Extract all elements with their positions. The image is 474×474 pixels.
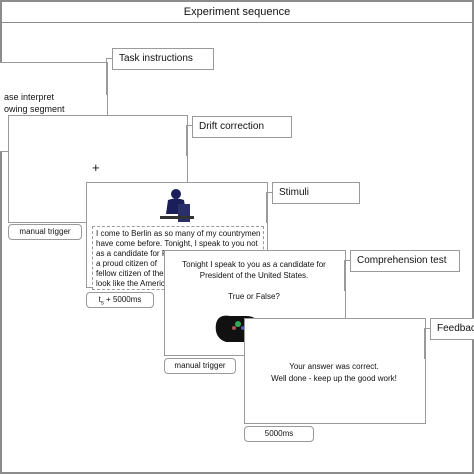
speaker-image xyxy=(146,184,206,224)
comprehension-label: Comprehension test xyxy=(350,250,460,272)
timing-subscript: s xyxy=(100,300,104,307)
drift-connector xyxy=(186,125,193,156)
comprehension-line-2: President of the United States. xyxy=(199,271,309,280)
manual-trigger-badge-1: manual trigger xyxy=(8,224,82,240)
feedback-connector xyxy=(424,328,431,359)
instructions-text-line1: ase interpret xyxy=(4,92,55,102)
diagram-title: Experiment sequence xyxy=(183,6,291,18)
drift-correction-label: Drift correction xyxy=(192,116,292,138)
speech-line-6: look like the America xyxy=(96,279,170,288)
timing-duration: + 5000ms xyxy=(103,295,142,304)
comprehension-question: True or False? xyxy=(228,292,280,301)
feedback-label: Feedback xyxy=(430,318,474,340)
feedback-line-2: Well done - keep up the good work! xyxy=(271,374,397,383)
speech-line-5: fellow citizen of the xyxy=(96,269,164,278)
instructions-connector xyxy=(106,58,113,95)
stimulus-timing-badge: ts + 5000ms xyxy=(86,292,154,308)
speech-line-2: have come before. Tonight, I speak to yo… xyxy=(96,239,258,248)
manual-trigger-badge-2: manual trigger xyxy=(164,358,236,374)
speech-line-4: a proud citizen of xyxy=(96,259,157,268)
fixation-cross: + xyxy=(92,160,100,175)
comprehension-connector xyxy=(344,260,351,291)
speech-line-1: I come to Berlin as so many of my countr… xyxy=(96,229,261,238)
speech-line-3: as a candidate for P xyxy=(96,249,168,258)
title-divider xyxy=(0,22,474,23)
instructions-text-line2: owing segment xyxy=(4,104,65,114)
comprehension-line-1: Tonight I speak to you as a candidate fo… xyxy=(182,260,326,269)
stimuli-connector xyxy=(266,192,273,223)
timing-variable: t xyxy=(98,295,101,304)
stimuli-label: Stimuli xyxy=(272,182,360,204)
instructions-label: Task instructions xyxy=(112,48,214,70)
feedback-timing-badge: 5000ms xyxy=(244,426,314,442)
feedback-line-1: Your answer was correct. xyxy=(289,362,379,371)
feedback-screen xyxy=(244,318,426,424)
